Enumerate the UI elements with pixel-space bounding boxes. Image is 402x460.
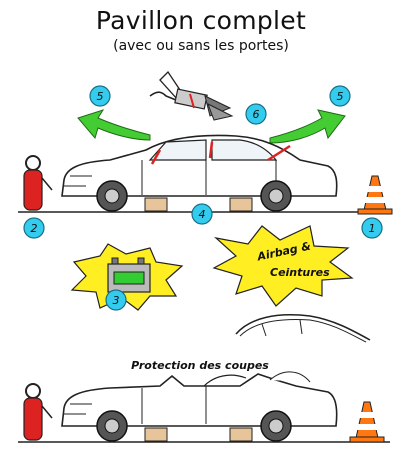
- green-arrow-right-icon: [269, 109, 346, 144]
- car-battery-icon: [107, 257, 151, 293]
- traffic-cone-icon: [357, 175, 393, 215]
- protection-caption: Protection des coupes: [131, 359, 269, 372]
- airbag-line2: Ceintures: [270, 266, 330, 279]
- convertible-car-bottom: [18, 371, 390, 443]
- step-3-label: 3: [113, 294, 120, 307]
- hydraulic-cutter-icon: [149, 70, 234, 121]
- step-1-label: 1: [369, 222, 376, 235]
- step-1: 1: [361, 217, 383, 239]
- green-arrow-left-icon: [77, 109, 151, 141]
- airbag-burst: Airbag & Ceintures: [212, 225, 354, 307]
- fire-extinguisher-icon: [23, 155, 53, 211]
- step-3: 3: [105, 289, 127, 311]
- step-2-label: 2: [31, 222, 38, 235]
- step-6-label: 6: [253, 108, 260, 121]
- diagram-subtitle: (avec ou sans les portes): [113, 38, 289, 54]
- traffic-cone-icon-bottom: [349, 401, 385, 443]
- step-5-left-label: 5: [97, 90, 104, 103]
- diagram-title: Pavillon complet: [95, 6, 307, 35]
- step-4-label: 4: [199, 208, 206, 221]
- step-6: 6: [245, 103, 267, 125]
- removed-roof-sketch: [235, 314, 371, 343]
- sedan-car-top: [18, 134, 390, 213]
- step-5-right: 5: [329, 85, 351, 107]
- fire-extinguisher-icon-bottom: [23, 383, 53, 441]
- step-2: 2: [23, 217, 45, 239]
- step-5-right-label: 5: [337, 90, 344, 103]
- battery-burst: [70, 243, 184, 311]
- step-4: 4: [191, 203, 213, 225]
- step-5-left: 5: [89, 85, 111, 107]
